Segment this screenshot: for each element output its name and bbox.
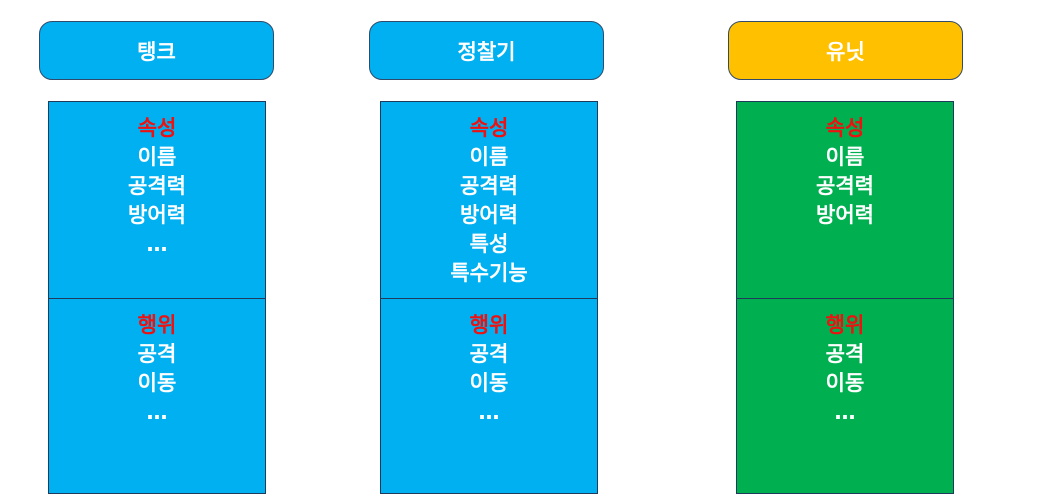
behavior-item: … [146,400,168,424]
behavior-item: 공격 [825,342,865,366]
attributes-title: 속성 [825,116,865,140]
behavior-item: 공격 [137,342,177,366]
attribute-item: 이름 [137,145,177,169]
attributes-title: 속성 [469,116,509,140]
unit-class-header: 유닛 [728,21,963,80]
attribute-item: 공격력 [128,174,186,198]
behaviors-title: 행위 [469,313,509,337]
attribute-item: 특성 [469,232,509,256]
scout-class-header: 정찰기 [369,21,604,80]
behavior-item: 이동 [469,371,509,395]
attribute-item: … [146,232,168,256]
attribute-item: 특수기능 [450,261,528,285]
attribute-item: 방어력 [460,203,518,227]
behavior-item: … [478,400,500,424]
behaviors-title: 행위 [137,313,177,337]
tank-class-header: 탱크 [39,21,274,80]
behavior-item: 이동 [137,371,177,395]
behavior-item: 공격 [469,342,509,366]
behavior-item: 이동 [825,371,865,395]
behaviors-title: 행위 [825,313,865,337]
attribute-item: 공격력 [460,174,518,198]
behavior-item: … [834,400,856,424]
attribute-item: 방어력 [128,203,186,227]
attribute-item: 이름 [469,145,509,169]
attribute-item: 방어력 [816,203,874,227]
attribute-item: 이름 [825,145,865,169]
attributes-title: 속성 [137,116,177,140]
attribute-item: 공격력 [816,174,874,198]
